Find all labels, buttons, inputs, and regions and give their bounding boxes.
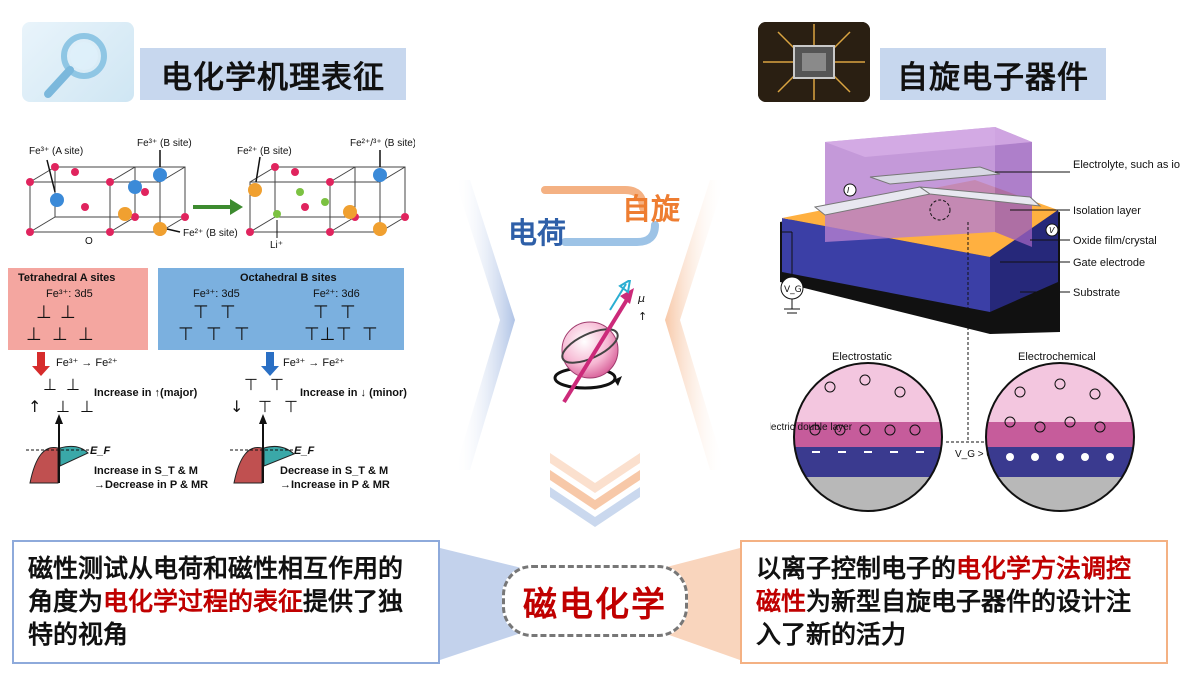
svg-text:Increase in ↓ (minor): Increase in ↓ (minor) — [300, 387, 407, 399]
chevron-down-icon — [550, 453, 640, 527]
svg-text:⊤: ⊤ — [258, 397, 272, 416]
svg-text:E_F: E_F — [294, 445, 314, 457]
svg-text:Fe³⁺: 3d5: Fe³⁺: 3d5 — [193, 288, 240, 300]
svg-text:⊤⊥: ⊤⊥ — [304, 324, 335, 345]
svg-text:⊤: ⊤ — [206, 324, 222, 345]
svg-text:⊥: ⊥ — [52, 324, 68, 345]
svg-text:⊤: ⊤ — [336, 324, 352, 345]
svg-text:→Increase in P & MR: →Increase in P & MR — [280, 479, 390, 491]
charge-spin-connector — [541, 186, 659, 246]
svg-text:V_G: V_G — [784, 285, 802, 295]
microchip-thumbnail — [758, 22, 870, 102]
crystal-structure-diagram: Fe³⁺ (A site) Fe³⁺ (B site) Fe²⁺ (B site… — [26, 138, 415, 251]
svg-text:Fe³⁺: 3d5: Fe³⁺: 3d5 — [46, 288, 93, 300]
svg-text:Increase in ↑(major): Increase in ↑(major) — [94, 387, 198, 399]
left-title: 电化学机理表征 — [140, 48, 406, 100]
spin-label: 自旋 — [622, 192, 681, 226]
core-topic-label: 磁电化学 — [502, 565, 688, 637]
svg-text:Octahedral B sites: Octahedral B sites — [240, 272, 337, 284]
left-summary-box: 磁性测试从电荷和磁性相互作用的角度为电化学过程的表征提供了独特的视角 — [12, 540, 440, 664]
svg-text:⊥: ⊥ — [26, 324, 42, 345]
svg-text:⊥: ⊥ — [66, 375, 80, 394]
svg-text:⊤: ⊤ — [284, 397, 298, 416]
svg-text:E_F: E_F — [90, 445, 110, 457]
svg-text:Fe³⁺ (B site): Fe³⁺ (B site) — [137, 138, 192, 149]
svg-text:⊥: ⊥ — [80, 397, 94, 416]
svg-text:⊤: ⊤ — [270, 375, 284, 394]
svg-text:⊤: ⊤ — [244, 375, 258, 394]
svg-text:↑: ↑ — [28, 397, 41, 416]
svg-text:Decrease in S_T & M: Decrease in S_T & M — [280, 465, 388, 477]
energy-level-diagram: Tetrahedral A sites Fe³⁺: 3d5 Octahedral… — [8, 268, 407, 491]
magnifier-icon — [44, 33, 107, 98]
spin-sphere-icon: μ ↑ — [553, 280, 647, 404]
svg-text:μ: μ — [637, 292, 645, 305]
svg-text:Fe²⁺: 3d6: Fe²⁺: 3d6 — [313, 288, 360, 300]
svg-text:Electrochemical: Electrochemical — [1018, 351, 1096, 363]
svg-text:V_G > 0: V_G > 0 — [955, 449, 992, 460]
device-diagram: I V V_G Electrolyte, such as ionic liqui… — [770, 127, 1180, 512]
svg-text:Fe³⁺ → Fe²⁺: Fe³⁺ → Fe²⁺ — [56, 357, 118, 369]
svg-text:⊤: ⊤ — [220, 302, 236, 323]
svg-text:V: V — [1049, 226, 1055, 235]
microchip-icon — [758, 22, 870, 102]
svg-text:⊥: ⊥ — [43, 375, 57, 394]
svg-text:⊤: ⊤ — [193, 302, 209, 323]
svg-text:⊥: ⊥ — [60, 302, 76, 323]
svg-text:↓: ↓ — [230, 397, 243, 416]
svg-text:Electrostatic: Electrostatic — [832, 351, 892, 363]
svg-text:⊤: ⊤ — [362, 324, 378, 345]
svg-text:O: O — [85, 236, 93, 247]
svg-text:⊥: ⊥ — [56, 397, 70, 416]
svg-text:Isolation layer: Isolation layer — [1073, 205, 1141, 217]
svg-text:⊤: ⊤ — [178, 324, 194, 345]
svg-text:⊥: ⊥ — [78, 324, 94, 345]
svg-text:Increase in S_T & M: Increase in S_T & M — [94, 465, 198, 477]
svg-text:⊤: ⊤ — [340, 302, 356, 323]
charge-label: 电荷 — [508, 216, 567, 250]
svg-text:Fe²⁺ (B site): Fe²⁺ (B site) — [237, 146, 292, 157]
right-summary-box: 以离子控制电子的电化学方法调控磁性为新型自旋电子器件的设计注入了新的活力 — [740, 540, 1168, 664]
svg-text:Fe³⁺ → Fe²⁺: Fe³⁺ → Fe²⁺ — [283, 357, 345, 369]
edl-label: Electric double layer — [770, 422, 853, 433]
svg-text:Fe²⁺/³⁺ (B site): Fe²⁺/³⁺ (B site) — [350, 138, 415, 149]
svg-text:→Decrease in P & MR: →Decrease in P & MR — [94, 479, 208, 491]
svg-text:Li⁺: Li⁺ — [270, 240, 283, 251]
right-title: 自旋电子器件 — [880, 48, 1106, 100]
svg-text:Substrate: Substrate — [1073, 287, 1120, 299]
svg-text:Oxide film/crystal: Oxide film/crystal — [1073, 235, 1157, 247]
svg-text:Gate electrode: Gate electrode — [1073, 257, 1145, 269]
svg-text:⊤: ⊤ — [313, 302, 329, 323]
svg-text:⊥: ⊥ — [36, 302, 52, 323]
svg-text:I: I — [847, 186, 850, 195]
svg-text:Fe³⁺ (A site): Fe³⁺ (A site) — [29, 146, 83, 157]
svg-text:↑: ↑ — [638, 310, 647, 323]
electrolyte-label: Electrolyte, such as ionic liquid/gel — [1073, 159, 1180, 171]
magnifier-thumbnail — [22, 22, 134, 102]
svg-text:Fe²⁺ (B site): Fe²⁺ (B site) — [183, 228, 238, 239]
svg-text:⊤: ⊤ — [234, 324, 250, 345]
svg-text:Tetrahedral A sites: Tetrahedral A sites — [18, 272, 115, 284]
